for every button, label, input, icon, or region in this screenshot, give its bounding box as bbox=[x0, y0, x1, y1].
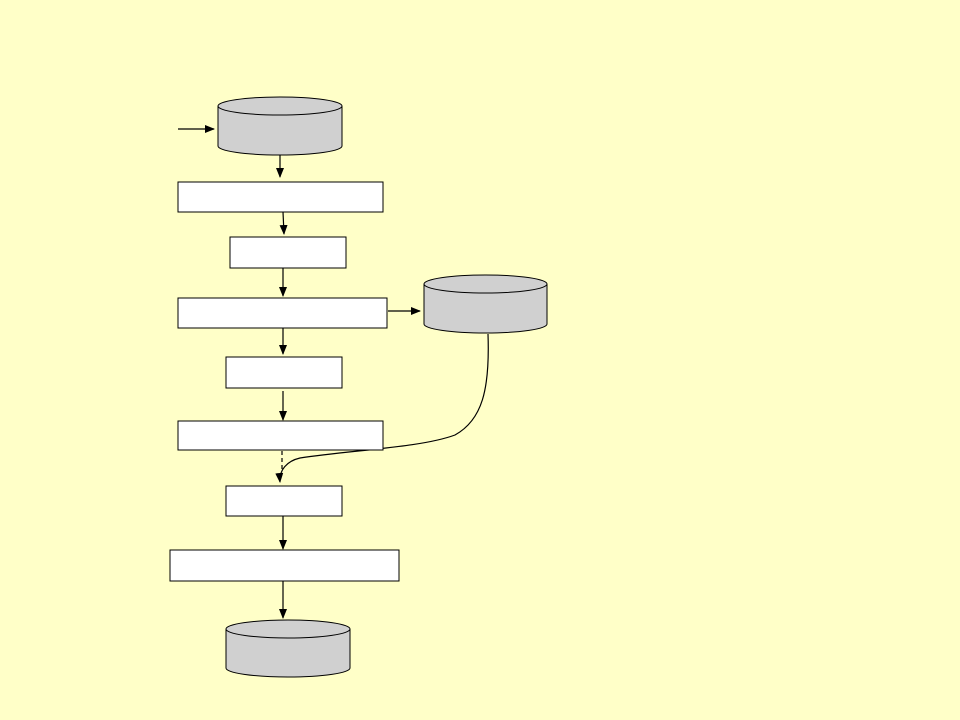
process-box-step-7 bbox=[169, 549, 400, 582]
process-box-step-4 bbox=[225, 356, 343, 389]
database-cylinder-input-store bbox=[217, 96, 343, 156]
process-box-step-6 bbox=[225, 485, 343, 517]
process-box-step-1 bbox=[177, 181, 384, 213]
database-cylinder-side-store bbox=[423, 274, 548, 334]
process-box-step-3 bbox=[177, 297, 388, 329]
process-box-step-2 bbox=[229, 236, 347, 269]
arrow-connector bbox=[279, 211, 288, 235]
process-box-step-5 bbox=[177, 420, 384, 451]
database-cylinder-output-store bbox=[225, 619, 351, 678]
connector-curved bbox=[275, 333, 489, 483]
